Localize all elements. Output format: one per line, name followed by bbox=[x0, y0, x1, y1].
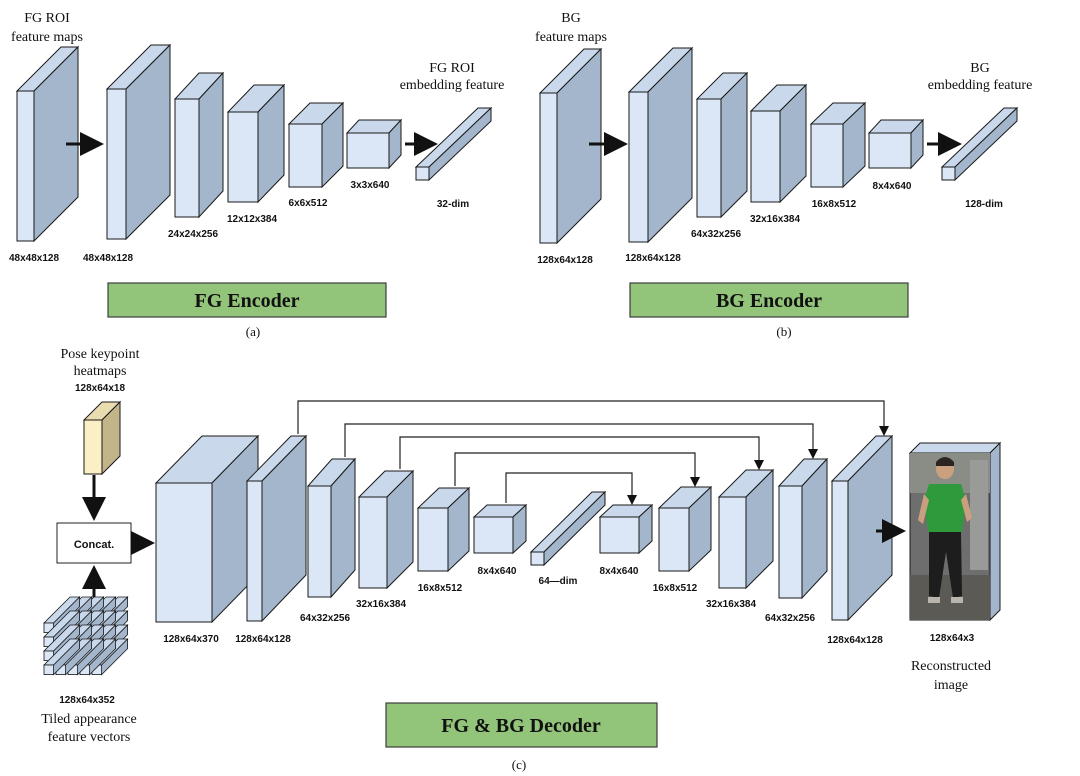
output-label-line1: Reconstructed bbox=[911, 659, 991, 674]
bg-dim-5: 16x8x512 bbox=[812, 199, 857, 210]
dec-dim-5: 16x8x512 bbox=[418, 583, 463, 594]
dec-dim-8: 8x4x640 bbox=[600, 566, 639, 577]
person-pants bbox=[929, 532, 962, 598]
fg-input-label-line1: FG ROI bbox=[24, 11, 70, 26]
fg-dim-1: 48x48x128 bbox=[9, 253, 59, 264]
bg-input-label-line1: BG bbox=[561, 11, 580, 26]
bg-dim-1: 128x64x128 bbox=[537, 255, 593, 266]
decoder-box bbox=[385, 702, 658, 748]
concat-label: Concat. bbox=[74, 539, 114, 551]
tiled-vector-bar bbox=[43, 638, 81, 676]
fg-encoder-panel: FG ROI feature maps bbox=[9, 11, 504, 339]
pose-label-line2: heatmaps bbox=[74, 364, 127, 379]
dec-block-9 bbox=[657, 485, 713, 573]
dec-block-10 bbox=[717, 468, 775, 590]
dec-dim-6: 8x4x640 bbox=[478, 566, 517, 577]
person-shirt bbox=[924, 484, 966, 532]
bg-dim-3: 64x32x256 bbox=[691, 229, 741, 240]
fg-dim-3: 24x24x256 bbox=[168, 229, 218, 240]
bg-dim-4: 32x16x384 bbox=[750, 214, 800, 225]
dec-dim-10: 32x16x384 bbox=[706, 599, 756, 610]
dec-latent-bar bbox=[529, 490, 607, 567]
dec-block-6 bbox=[472, 503, 528, 555]
skip-connection-5 bbox=[505, 472, 637, 505]
fg-encoder-box bbox=[107, 282, 387, 318]
bg-dim-2: 128x64x128 bbox=[625, 253, 681, 264]
fg-dim-2: 48x48x128 bbox=[83, 253, 133, 264]
pose-dim: 128x64x18 bbox=[75, 383, 125, 394]
pose-heatmap-block bbox=[82, 400, 122, 476]
skip-connections bbox=[297, 400, 889, 505]
dec-dim-12: 128x64x128 bbox=[827, 635, 883, 646]
tiled-label-line2: feature vectors bbox=[48, 730, 131, 745]
decoder-panel: Pose keypoint heatmaps 128x64x18 Concat.… bbox=[41, 347, 1002, 772]
tiled-label-line1: Tiled appearance bbox=[41, 712, 137, 727]
dec-block-1 bbox=[154, 434, 260, 624]
fg-output-label-line2: embedding feature bbox=[400, 78, 505, 93]
dec-dim-7: 64—dim bbox=[539, 576, 578, 587]
dec-block-4 bbox=[357, 469, 415, 590]
dec-block-3 bbox=[306, 457, 357, 599]
fg-block-5 bbox=[287, 101, 345, 189]
fg-input-label-line2: feature maps bbox=[11, 30, 83, 45]
fg-block-6 bbox=[345, 118, 403, 170]
bg-dim-6: 8x4x640 bbox=[873, 181, 912, 192]
dec-block-2 bbox=[245, 434, 308, 623]
bg-block-6 bbox=[867, 118, 925, 170]
skip-connection-4 bbox=[454, 452, 700, 487]
fg-output-label-line1: FG ROI bbox=[429, 61, 475, 76]
concat-box bbox=[56, 522, 132, 564]
bg-dim-7: 128-dim bbox=[965, 199, 1003, 210]
output-dim: 128x64x3 bbox=[930, 633, 975, 644]
bg-encoder-panel: BG feature maps bbox=[535, 11, 1032, 339]
bg-output-label-line1: BG bbox=[970, 61, 989, 76]
dec-block-8 bbox=[598, 503, 654, 555]
bg-block-3 bbox=[695, 71, 749, 219]
reconstructed-image bbox=[908, 441, 1002, 622]
skip-connection-2 bbox=[344, 423, 818, 459]
output-label-line2: image bbox=[934, 678, 968, 693]
bg-block-1 bbox=[538, 47, 603, 245]
bg-block-2 bbox=[627, 46, 694, 244]
fg-dim-7: 32-dim bbox=[437, 199, 469, 210]
fg-block-3 bbox=[173, 71, 225, 219]
dec-dim-11: 64x32x256 bbox=[765, 613, 815, 624]
decoder-caption: (c) bbox=[512, 757, 526, 772]
decoder-title: FG & BG Decoder bbox=[441, 715, 601, 737]
bg-block-4 bbox=[749, 83, 808, 204]
bg-embedding-bar bbox=[940, 106, 1019, 182]
fg-encoder-title: FG Encoder bbox=[195, 290, 300, 312]
fg-dim-4: 12x12x384 bbox=[227, 214, 277, 225]
skip-connection-1 bbox=[297, 400, 889, 436]
fg-embedding-bar bbox=[414, 106, 493, 182]
tiled-dim: 128x64x352 bbox=[59, 695, 115, 706]
dec-dim-1: 128x64x370 bbox=[163, 634, 219, 645]
bg-output-label-line2: embedding feature bbox=[928, 78, 1033, 93]
pose-label-line1: Pose keypoint bbox=[61, 347, 140, 362]
bg-caption: (b) bbox=[776, 324, 791, 339]
fg-dim-6: 3x3x640 bbox=[351, 180, 390, 191]
bg-encoder-title: BG Encoder bbox=[716, 290, 822, 312]
dec-dim-2: 128x64x128 bbox=[235, 634, 291, 645]
fg-caption: (a) bbox=[246, 324, 260, 339]
bg-encoder-box bbox=[629, 282, 909, 318]
bg-input-label-line2: feature maps bbox=[535, 30, 607, 45]
dec-block-12 bbox=[830, 434, 894, 622]
fg-block-4 bbox=[226, 83, 286, 204]
tiled-feature-vectors bbox=[43, 596, 129, 676]
dec-dim-3: 64x32x256 bbox=[300, 613, 350, 624]
dec-block-11 bbox=[777, 457, 829, 600]
bg-block-5 bbox=[809, 101, 867, 189]
fg-block-2 bbox=[105, 43, 172, 241]
dec-block-5 bbox=[416, 486, 471, 573]
fg-block-1 bbox=[15, 45, 80, 243]
dec-dim-9: 16x8x512 bbox=[653, 583, 698, 594]
fg-dim-5: 6x6x512 bbox=[289, 198, 328, 209]
dec-dim-4: 32x16x384 bbox=[356, 599, 406, 610]
skip-connection-3 bbox=[399, 436, 764, 470]
